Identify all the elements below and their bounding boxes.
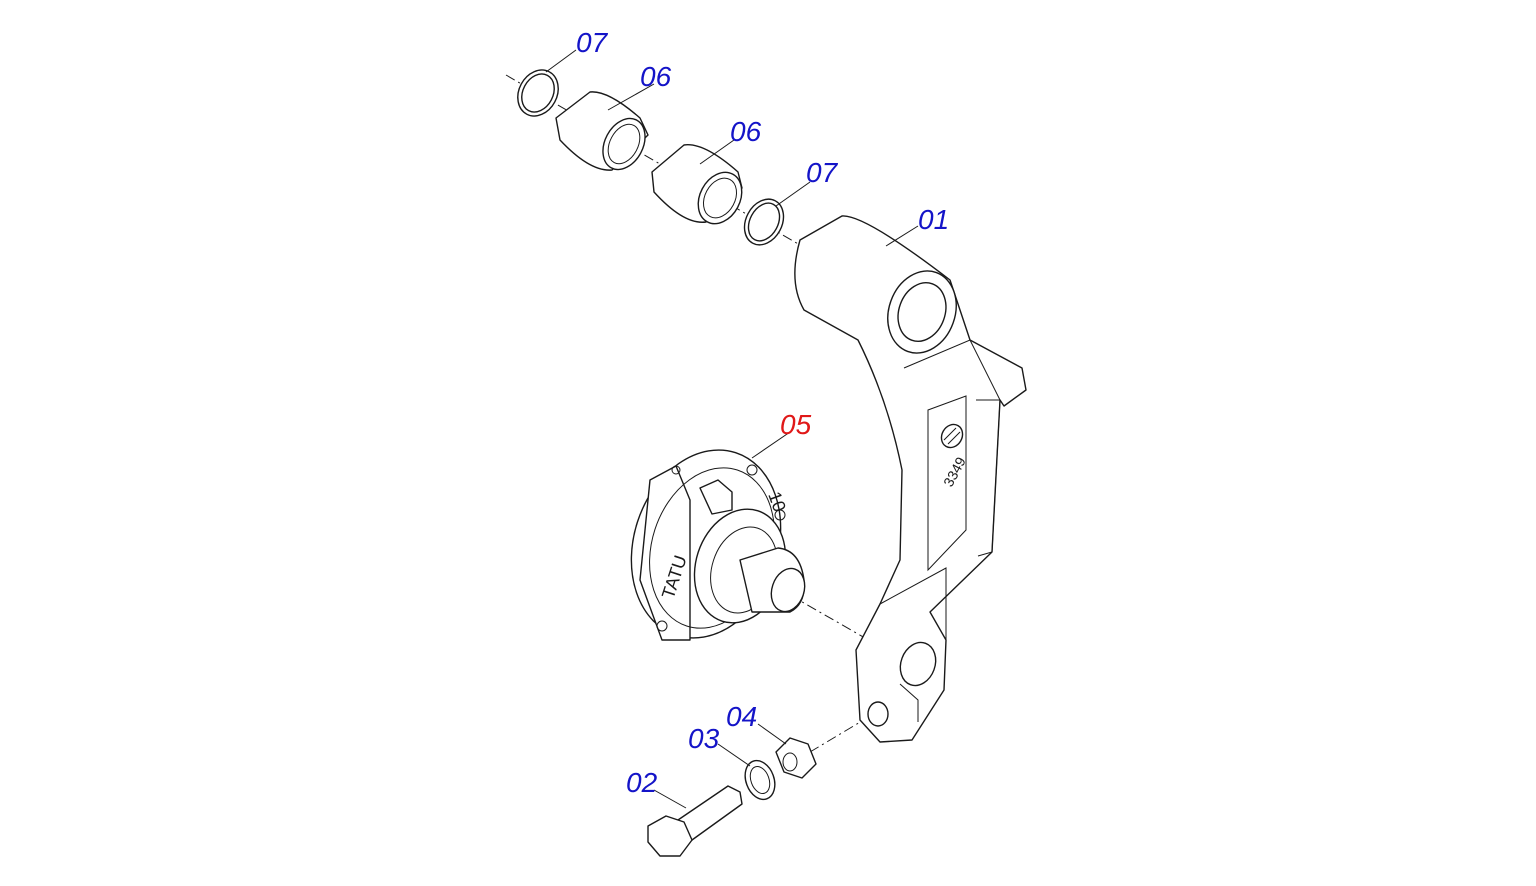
washer-part[interactable] (740, 756, 780, 803)
callout-01[interactable]: 01 (918, 204, 949, 235)
leader-lines (545, 49, 919, 809)
callout-07-second[interactable]: 07 (806, 157, 839, 188)
arm-part[interactable]: 3349 (794, 215, 1027, 743)
callout-06-first[interactable]: 06 (640, 61, 672, 92)
callout-labels: 07 06 06 07 01 05 04 03 02 (576, 27, 949, 798)
nut-part[interactable] (775, 737, 817, 779)
callout-05[interactable]: 05 (780, 409, 812, 440)
callout-07-top[interactable]: 07 (576, 27, 609, 58)
bolt-part[interactable] (647, 785, 743, 857)
callout-03[interactable]: 03 (688, 723, 720, 754)
callout-06-second[interactable]: 06 (730, 116, 762, 147)
callout-02[interactable]: 02 (626, 767, 658, 798)
snap-ring-part[interactable] (737, 192, 791, 251)
callout-04[interactable]: 04 (726, 701, 757, 732)
bushing-part[interactable] (651, 144, 750, 232)
bushing-part[interactable] (555, 91, 653, 177)
hub-part[interactable]: TATU 10 (608, 430, 810, 657)
snap-ring-part[interactable] (510, 63, 566, 123)
arm-logo-icon (940, 423, 964, 449)
